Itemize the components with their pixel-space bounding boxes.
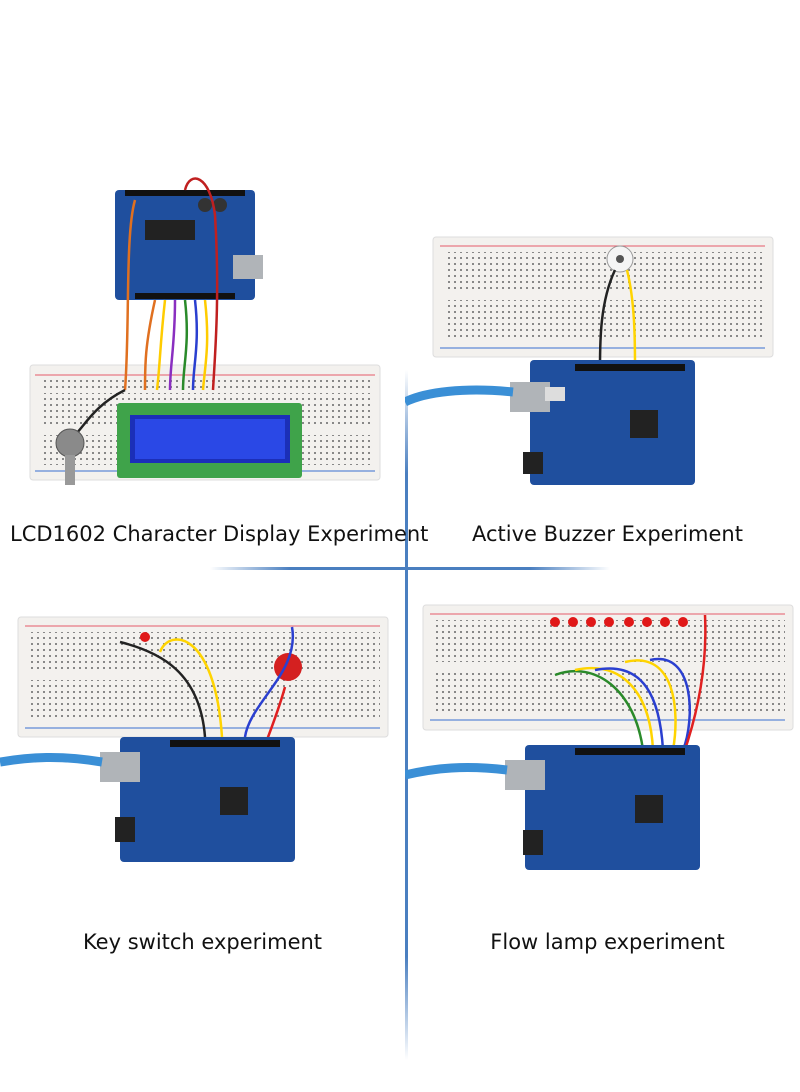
key-switch-experiment-image <box>0 616 389 862</box>
arduino-board <box>525 745 700 870</box>
flow-lamp-experiment-image <box>405 604 794 870</box>
red-led <box>140 632 150 642</box>
led-row <box>550 617 688 627</box>
lcd-experiment-image <box>29 177 381 485</box>
caption-flow: Flow lamp experiment <box>490 930 725 954</box>
caption-lcd: LCD1602 Character Display Experiment <box>10 522 429 546</box>
arduino-board <box>120 737 295 862</box>
arduino-board <box>115 190 255 300</box>
arduino-board <box>530 360 695 485</box>
caption-key: Key switch experiment <box>82 930 323 954</box>
potentiometer <box>55 428 85 458</box>
buzzer-experiment-image <box>405 236 774 485</box>
caption-buzzer: Active Buzzer Experiment <box>472 522 743 546</box>
